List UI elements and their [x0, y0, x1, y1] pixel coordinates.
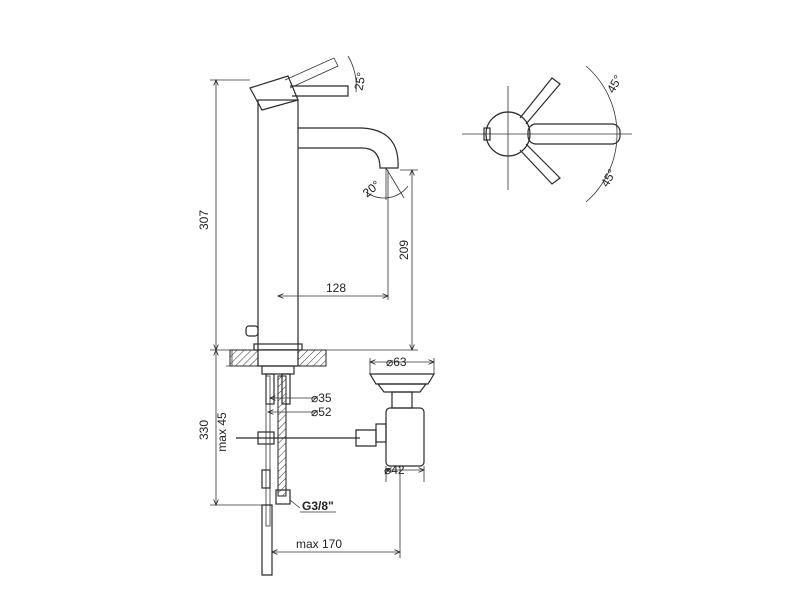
faucet-body	[245, 57, 399, 351]
hose-fitting	[275, 489, 291, 505]
dim-spout-reach: 128	[326, 281, 346, 295]
dim-angle-lever: 25°	[352, 71, 369, 91]
deck-hole	[257, 349, 299, 367]
drain-assembly	[355, 373, 436, 467]
faucet-top-view	[462, 65, 632, 203]
faucet-column	[257, 99, 299, 351]
dim-dia-63: ⌀63	[386, 355, 407, 369]
dim-dia-52: ⌀52	[311, 405, 332, 419]
dim-under-deck: 330	[197, 420, 211, 440]
dim-angle-top: 45°	[604, 72, 625, 95]
dim-angle-spout: 20°	[360, 178, 383, 201]
dim-thread: G3/8"	[302, 499, 334, 513]
base-flange	[253, 343, 303, 351]
spout	[298, 127, 399, 169]
dim-dia-42: ⌀42	[384, 463, 405, 477]
waste-pipe	[261, 504, 273, 576]
arc-spout	[365, 185, 409, 199]
rod-clamp	[257, 431, 275, 445]
drain-button	[245, 325, 259, 337]
faucet-head	[249, 75, 299, 111]
dim-dia-35: ⌀35	[311, 391, 332, 405]
pull-rod	[265, 375, 271, 527]
rod-end	[261, 469, 271, 489]
dim-angle-bottom: 45°	[598, 166, 619, 189]
dim-total-height: 307	[197, 210, 211, 230]
lever-handle	[290, 85, 349, 97]
dim-max-reach: max 170	[296, 537, 342, 551]
supply-hose-1	[277, 375, 287, 497]
arc-lever	[347, 55, 357, 93]
dim-max-deck: max 45	[215, 412, 229, 452]
dim-spout-height: 209	[397, 240, 411, 260]
lever-rotated	[284, 57, 339, 89]
